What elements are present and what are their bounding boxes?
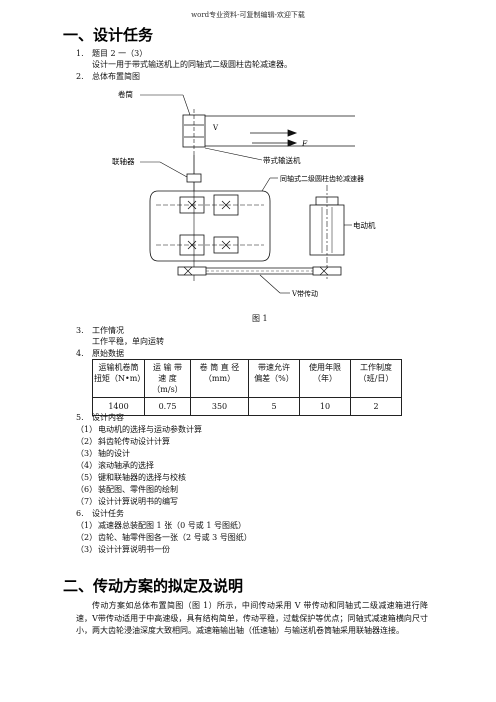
- design-content-item-5: （5）键和联轴器的选择与校核: [76, 473, 186, 482]
- reducer-housing-shape: [149, 190, 271, 262]
- header-drum-diameter: 卷 筒 直 径（mm）: [190, 359, 249, 398]
- design-task-item-1: （1）减速器总装配图 1 张（0 号或 1 号图纸）: [76, 521, 246, 530]
- value-speed-deviation: 5: [248, 397, 300, 416]
- item-1-title: 1. 题目 2 一（3）: [76, 48, 147, 59]
- design-content-item-7: （7）设计计算说明书的编写: [76, 497, 178, 506]
- v-belt-leader-d: [259, 274, 281, 294]
- label-reducer: 同轴式二级圆柱齿轮减速器: [280, 174, 364, 183]
- table-row: 1400 0.75 350 5 10 2: [92, 397, 402, 416]
- transmission-scheme-paragraph: 传动方案如总体布置简图（图 1）所示，中间传动采用 V 带传动和同轴式二级减速箱…: [76, 601, 428, 635]
- design-task-item-3: （3）设计计算说明书一份: [76, 545, 170, 554]
- item-5-title: 5. 设计内容: [76, 412, 124, 423]
- table-header-row: 运输机卷筒扭矩（N•m） 运 输 带速 度（m/s） 卷 筒 直 径（mm） 带…: [92, 359, 402, 398]
- label-drum: 卷筒: [118, 89, 133, 99]
- item-6-label: 设计任务: [92, 509, 124, 518]
- label-coupling: 联轴器: [112, 156, 135, 166]
- design-content-item-1: （1）电动机的选择与运动参数计算: [76, 425, 202, 434]
- item-1-description: 设计一用于带式输送机上的同轴式二级圆柱齿轮减速器。: [92, 60, 292, 69]
- item-3-label: 工作情况: [92, 326, 124, 335]
- value-drum-diameter: 350: [190, 397, 249, 416]
- reducer-leader-d: [261, 177, 271, 192]
- header-work-shift: 工作制度（班/日）: [350, 359, 402, 398]
- item-3-number: 3.: [76, 326, 84, 335]
- header-speed-deviation: 带速允许偏差（%）: [248, 359, 300, 398]
- label-v: V: [212, 124, 219, 132]
- item-6-title: 6. 设计任务: [76, 508, 124, 519]
- velocity-arrow-head: [287, 129, 298, 137]
- header-service-life: 使用年限（年）: [299, 359, 351, 398]
- coupling-shape: [186, 173, 202, 183]
- conveyor-leader-line: [204, 147, 263, 161]
- label-v-belt: V带传动: [291, 289, 318, 298]
- raw-data-table: 运输机卷筒扭矩（N•m） 运 输 带速 度（m/s） 卷 筒 直 径（mm） 带…: [92, 359, 402, 416]
- drum-leader-d: [182, 94, 191, 116]
- item-1-number: 1.: [76, 49, 84, 58]
- label-belt-conveyor: 带式输送机: [263, 155, 301, 165]
- design-content-item-4: （4）滚动轴承的选择: [76, 461, 154, 470]
- item-3-description: 工作平稳，单向运转: [92, 337, 164, 346]
- item-4-number: 4.: [76, 349, 84, 358]
- item-3-title: 3. 工作情况: [76, 325, 124, 336]
- section-title-transmission-scheme: 二、传动方案的拟定及说明: [63, 577, 244, 595]
- section-title-design-task: 一、设计任务: [63, 26, 154, 44]
- item-4-label: 原始数据: [92, 349, 124, 358]
- item-2-title: 2. 总体布置简图: [76, 71, 140, 82]
- item-2-label: 总体布置简图: [92, 72, 140, 81]
- label-f: F: [301, 139, 308, 148]
- item-1-label: 题目 2 一（3）: [92, 49, 148, 58]
- design-task-item-2: （2）齿轮、轴零件图各一张（2 号或 3 号图纸）: [76, 533, 252, 542]
- header-torque: 运输机卷筒扭矩（N•m）: [92, 359, 145, 398]
- layout-diagram: 卷筒 V F 带式输送机 联轴器 同轴式二级圆柱齿轮减速器 电动机 V带传动: [112, 89, 376, 298]
- coupling-leader-d: [159, 161, 188, 178]
- force-arrow-head: [287, 139, 298, 147]
- item-2-number: 2.: [76, 72, 84, 81]
- item-5-number: 5.: [76, 413, 84, 422]
- design-content-item-3: （3）轴的设计: [76, 449, 130, 458]
- figure-caption: 图 1: [252, 314, 268, 323]
- item-4-title: 4. 原始数据: [76, 348, 124, 359]
- label-motor: 电动机: [353, 220, 376, 230]
- design-content-item-6: （6）装配图、零件图的绘制: [76, 485, 178, 494]
- value-belt-speed: 0.75: [144, 397, 191, 416]
- value-work-shift: 2: [350, 397, 402, 416]
- item-5-label: 设计内容: [92, 413, 124, 422]
- item-6-number: 6.: [76, 509, 84, 518]
- raw-data-table-wrapper: 运输机卷筒扭矩（N•m） 运 输 带速 度（m/s） 卷 筒 直 径（mm） 带…: [92, 359, 402, 416]
- small-pulley-shape: [177, 266, 207, 276]
- page-header: word专业资料-可复制编辑-欢迎下载: [191, 11, 305, 19]
- value-service-life: 10: [299, 397, 351, 416]
- header-belt-speed: 运 输 带速 度（m/s）: [144, 359, 191, 398]
- design-content-item-2: （2）斜齿轮传动设计计算: [76, 437, 170, 446]
